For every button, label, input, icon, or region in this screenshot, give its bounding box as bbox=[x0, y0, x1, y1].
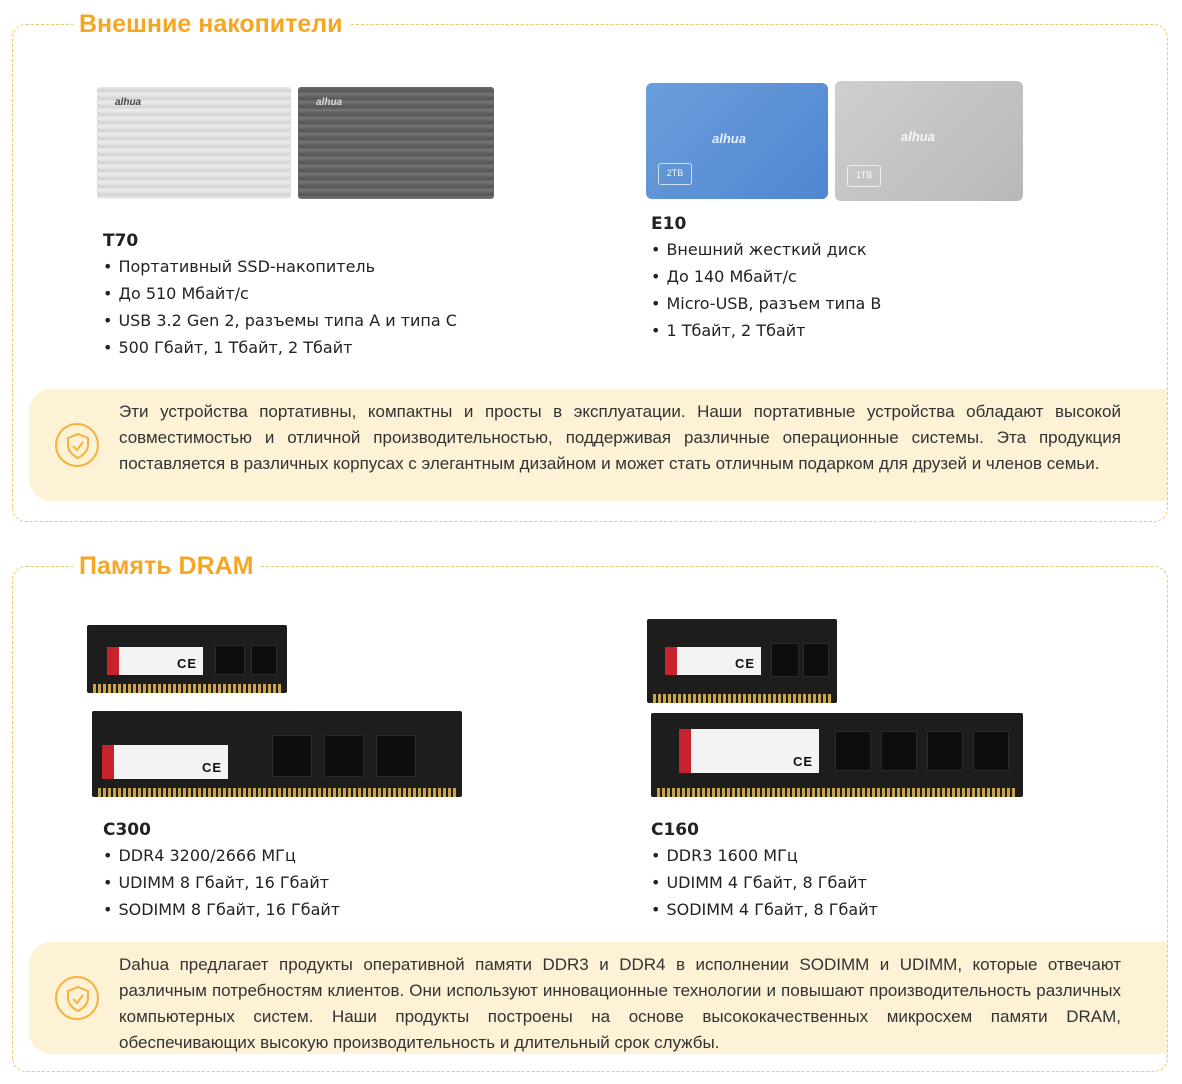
module-label: CE bbox=[665, 647, 761, 675]
memory-chip bbox=[324, 735, 364, 777]
t70-dark-image: alhua bbox=[298, 87, 494, 199]
c300-sodimm-image: CE bbox=[87, 625, 287, 693]
t70-silver-image: alhua bbox=[97, 87, 291, 199]
info-box: Эти устройства портативны, компактны и п… bbox=[29, 389, 1167, 501]
product-name: C160 bbox=[651, 820, 699, 840]
shield-check-icon bbox=[55, 976, 99, 1020]
module-contacts bbox=[93, 684, 281, 693]
feature-item: •До 510 Мбайт/с bbox=[103, 284, 249, 303]
feature-item: •DDR4 3200/2666 МГц bbox=[103, 846, 296, 865]
module-label: CE bbox=[102, 745, 228, 779]
product-e10: E10 •Внешний жесткий диск •До 140 Мбайт/… bbox=[651, 212, 881, 344]
memory-chip bbox=[973, 731, 1009, 771]
module-label: CE bbox=[107, 647, 203, 675]
memory-chip bbox=[215, 645, 245, 675]
product-name: T70 bbox=[103, 231, 139, 251]
feature-item: •До 140 Мбайт/с bbox=[651, 267, 797, 286]
c300-udimm-image: CE bbox=[92, 711, 462, 797]
e10-blue-image: alhua 2TB bbox=[646, 83, 828, 199]
memory-chip bbox=[803, 643, 829, 677]
info-text: Эти устройства портативны, компактны и п… bbox=[119, 402, 1121, 473]
memory-chip bbox=[272, 735, 312, 777]
c160-sodimm-image: CE bbox=[647, 619, 837, 703]
module-contacts bbox=[653, 694, 831, 703]
memory-chip bbox=[251, 645, 277, 675]
section-title: Внешние накопители bbox=[73, 9, 349, 39]
info-text: Dahua предлагает продукты оперативной па… bbox=[119, 955, 1121, 1052]
memory-chip bbox=[376, 735, 416, 777]
feature-item: •UDIMM 4 Гбайт, 8 Гбайт bbox=[651, 873, 867, 892]
feature-item: •SODIMM 4 Гбайт, 8 Гбайт bbox=[651, 900, 878, 919]
external-storage-section: Внешние накопители alhua alhua alhua 2TB… bbox=[12, 9, 1168, 522]
e10-gray-image: alhua 1TB bbox=[835, 81, 1023, 201]
brand-logo: alhua bbox=[712, 131, 746, 146]
brand-logo: alhua bbox=[316, 97, 343, 108]
feature-item: •SODIMM 8 Гбайт, 16 Гбайт bbox=[103, 900, 341, 919]
product-name: C300 bbox=[103, 820, 151, 840]
module-contacts bbox=[657, 788, 1017, 797]
product-c300: C300 •DDR4 3200/2666 МГц •UDIMM 8 Гбайт,… bbox=[103, 818, 340, 923]
shield-check-icon bbox=[55, 423, 99, 467]
module-label: CE bbox=[679, 729, 819, 773]
info-box: Dahua предлагает продукты оперативной па… bbox=[29, 942, 1167, 1054]
c160-udimm-image: CE bbox=[651, 713, 1023, 797]
dram-section: Память DRAM CE CE CE CE C300 •DDR4 3200/… bbox=[12, 551, 1168, 1072]
module-contacts bbox=[98, 788, 456, 797]
memory-chip bbox=[881, 731, 917, 771]
feature-item: •DDR3 1600 МГц bbox=[651, 846, 798, 865]
feature-item: •USB 3.2 Gen 2, разъемы типа A и типа C bbox=[103, 311, 457, 330]
product-c160: C160 •DDR3 1600 МГц •UDIMM 4 Гбайт, 8 Гб… bbox=[651, 818, 878, 923]
feature-item: •UDIMM 8 Гбайт, 16 Гбайт bbox=[103, 873, 330, 892]
product-name: E10 bbox=[651, 214, 687, 234]
feature-item: •Внешний жесткий диск bbox=[651, 240, 867, 259]
section-title: Память DRAM bbox=[73, 551, 260, 581]
capacity-badge: 2TB bbox=[658, 163, 692, 185]
feature-item: •Портативный SSD-накопитель bbox=[103, 257, 376, 276]
product-t70: T70 •Портативный SSD-накопитель •До 510 … bbox=[103, 229, 457, 361]
feature-item: •1 Тбайт, 2 Тбайт bbox=[651, 321, 806, 340]
memory-chip bbox=[927, 731, 963, 771]
memory-chip bbox=[835, 731, 871, 771]
brand-logo: alhua bbox=[901, 129, 935, 144]
feature-item: •500 Гбайт, 1 Тбайт, 2 Тбайт bbox=[103, 338, 353, 357]
feature-item: •Micro-USB, разъем типа B bbox=[651, 294, 882, 313]
memory-chip bbox=[771, 643, 799, 677]
capacity-badge: 1TB bbox=[847, 165, 881, 187]
brand-logo: alhua bbox=[115, 97, 142, 108]
